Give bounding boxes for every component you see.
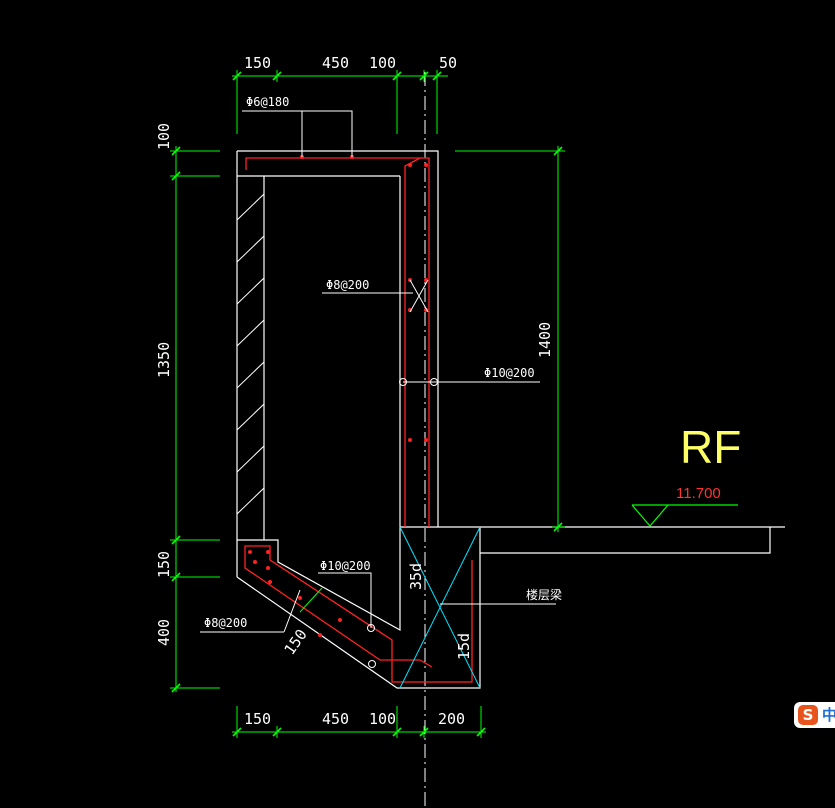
slope-thickness-dim: 150 xyxy=(281,626,311,659)
top-dim-3: 100 xyxy=(369,54,396,72)
left-dim-4: 400 xyxy=(155,619,173,646)
right-dim: 1400 xyxy=(536,322,554,358)
anchorage-label-35d: 35d xyxy=(407,563,425,590)
elevation-value: 11.700 xyxy=(676,485,721,502)
sogou-logo-icon[interactable]: S xyxy=(798,705,818,725)
top-dim-1: 150 xyxy=(244,54,271,72)
top-dim-2: 450 xyxy=(322,54,349,72)
elevation-marker xyxy=(631,504,738,527)
leader-lines xyxy=(200,110,556,633)
bottom-dim-3: 100 xyxy=(369,710,396,728)
bottom-dim-4: 200 xyxy=(438,710,465,728)
rebar-circles xyxy=(367,378,438,668)
left-dim-1: 100 xyxy=(155,123,173,150)
anchorage-label-15d: 15d xyxy=(455,633,473,660)
rebar-label-top: Φ6@180 xyxy=(246,95,289,109)
rebar xyxy=(244,157,473,683)
rebar-label-stirrup-wall: Φ8@200 xyxy=(326,278,369,292)
dimension-ticks xyxy=(171,71,563,737)
top-dim-4: 50 xyxy=(439,54,457,72)
ime-toolbar[interactable]: S 中 xyxy=(794,702,835,728)
level-name: RF xyxy=(680,421,741,473)
wall-hatching xyxy=(236,193,265,515)
dimension-lines xyxy=(170,70,565,738)
bottom-dim-2: 450 xyxy=(322,710,349,728)
concrete-outline xyxy=(236,150,785,689)
beam-diagonals xyxy=(399,526,481,689)
rebar-label-main-wall: Φ10@200 xyxy=(484,366,535,380)
beam-label: 楼层梁 xyxy=(526,587,562,602)
rebar-label-slope-main: Φ10@200 xyxy=(320,559,371,573)
left-dim-2: 1350 xyxy=(155,342,173,378)
ime-mode-indicator[interactable]: 中 xyxy=(822,706,835,724)
left-dim-3: 150 xyxy=(155,551,173,578)
bottom-dim-1: 150 xyxy=(244,710,271,728)
rebar-label-slope-dist: Φ8@200 xyxy=(204,616,247,630)
